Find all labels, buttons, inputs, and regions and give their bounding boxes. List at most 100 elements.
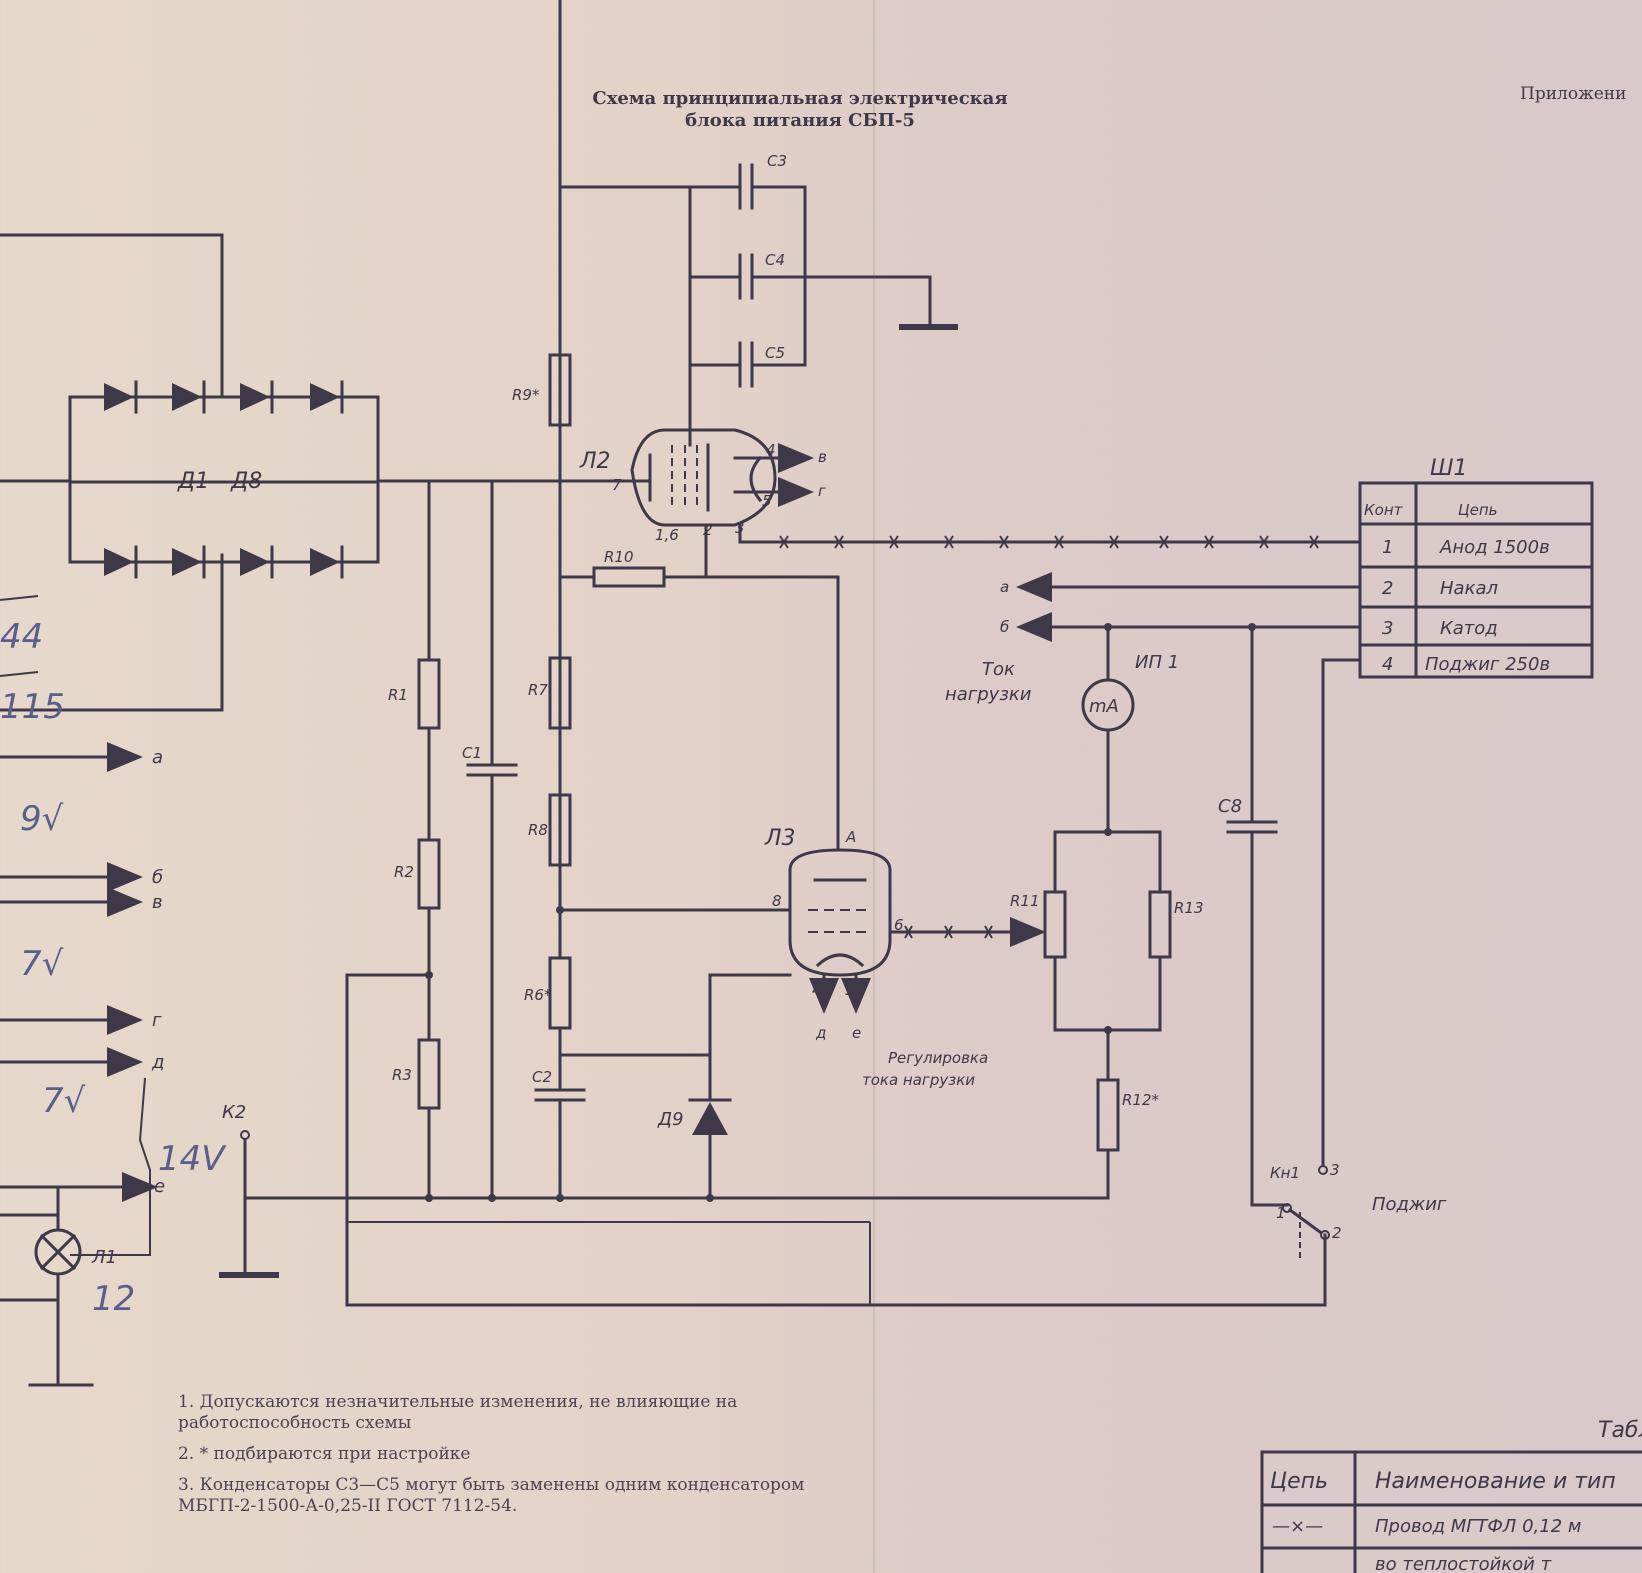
diode-d6: [172, 545, 206, 579]
r11-label: R11: [1010, 892, 1040, 910]
l2-pin-2: 2: [703, 521, 713, 539]
terminal-a-left: а: [152, 747, 163, 768]
load-current-line1: Ток: [982, 659, 1015, 680]
table-row-1-symbol: —×—: [1272, 1516, 1323, 1537]
connector-row-2-pin: 2: [1382, 578, 1393, 599]
terminal-g-left: г: [152, 1010, 162, 1031]
connector-row-1-circuit: Анод 1500в: [1439, 537, 1550, 558]
table-header-name: Наименование и тип: [1375, 1469, 1616, 1494]
d9-label: Д9: [657, 1109, 684, 1130]
l3-label: Л3: [764, 826, 796, 851]
c4-label: C4: [765, 251, 785, 269]
handwritten-3: 9√: [20, 799, 64, 839]
divider-r1-r3: R1 R2 R3: [388, 479, 441, 1200]
diode-d1: [104, 380, 138, 414]
table-row-2-name: во теплостойкой т: [1375, 1554, 1552, 1573]
diode-d2: [172, 380, 206, 414]
terminal-d-left: д: [151, 1052, 164, 1073]
c3-label: C3: [767, 152, 787, 170]
lamp-l1-label: Л1: [91, 1247, 117, 1268]
terminal-v-left: в: [152, 892, 163, 913]
zener-d9: Д9: [657, 973, 792, 1200]
l2-pin-16: 1,6: [655, 526, 679, 544]
l2-label: Л2: [579, 449, 611, 474]
connector-row-2-circuit: Накал: [1440, 578, 1498, 599]
connector-header-pin: Конт: [1364, 501, 1404, 519]
connector-wires: а б C8: [1000, 572, 1362, 1207]
divider-r7-r6: R7 R8 R6*: [524, 0, 792, 1092]
handwritten-1: 44: [0, 617, 43, 657]
anode-wire: [738, 523, 1362, 549]
load-current-line2: нагрузки: [945, 684, 1032, 705]
kn1-pin-2: 2: [1332, 1224, 1342, 1242]
l2-pin-4: 4: [766, 441, 776, 459]
conn-terminal-b: б: [1000, 618, 1009, 636]
resistor-r9: R9*: [512, 185, 692, 483]
r7-label: R7: [528, 681, 548, 699]
kn1-label: Кн1: [1270, 1164, 1300, 1182]
cathode-wire: [888, 917, 1046, 947]
diode-bridge: Д1 - Д8: [0, 233, 380, 712]
l3-out-e: е: [852, 1024, 861, 1042]
k2-label: К2: [222, 1102, 246, 1123]
connector-row-1-pin: 1: [1382, 537, 1393, 558]
wire-table: Цепь Наименование и тип —×— Провод МГТФЛ…: [1260, 1450, 1642, 1573]
regulation-network: R11 R13 R12*: [1010, 828, 1204, 1200]
l3-out-d: д: [815, 1024, 826, 1042]
tube-l2: Л2 7 4 5 1,6 2 3 в г: [579, 428, 827, 544]
left-terminals: а б в г д е: [0, 595, 165, 1202]
ip1-label: ИП 1: [1135, 652, 1179, 673]
l2-pin-5: 5: [762, 492, 772, 510]
title-line-1: Схема принципиальная электрическая: [592, 88, 1008, 109]
note-2: 2. * подбираются при настройке: [178, 1444, 471, 1464]
diode-d8: [310, 545, 344, 579]
r9-label: R9*: [512, 386, 540, 404]
schematic-title: Схема принципиальная электрическая блока…: [520, 88, 1080, 132]
l3-pin-a: А: [845, 828, 856, 846]
handwritten-6: 14V: [158, 1139, 227, 1179]
ground-bus: К2: [219, 1102, 1110, 1305]
terminal-e-left: е: [154, 1176, 165, 1197]
table-row-1-name: Провод МГТФЛ 0,12 м: [1375, 1516, 1581, 1537]
kn1-pin-3: 3: [1330, 1161, 1340, 1179]
r12-label: R12*: [1122, 1091, 1160, 1109]
diode-d3: [240, 380, 274, 414]
connector-row-4-circuit: Поджиг 250в: [1425, 654, 1550, 675]
bridge-label: Д1 - Д8: [177, 469, 262, 494]
r13-label: R13: [1174, 899, 1204, 917]
l3-pin-5: 5: [845, 981, 855, 999]
handwritten-notes: 44 115 9√ 7√ 7√ 14V 12: [0, 617, 227, 1319]
r2-label: R2: [394, 863, 414, 881]
l2-out-v: в: [818, 448, 827, 466]
capacitor-c2: C2: [532, 1053, 712, 1200]
handwritten-7: 12: [92, 1279, 135, 1319]
connector-header-circuit: Цепь: [1458, 501, 1498, 519]
table-caption: Табл: [1598, 1418, 1642, 1443]
switch-kn1: Кн1 1 2 3 Поджиг: [345, 973, 1447, 1307]
r3-label: R3: [392, 1066, 412, 1084]
c5-label: C5: [765, 344, 785, 362]
capacitors-c3-c5: C3 C4 C5: [688, 152, 958, 447]
lamp-l1: Л1: [0, 1185, 117, 1387]
diode-d4: [310, 380, 344, 414]
l3-pin-4: 4: [812, 981, 822, 999]
l2-out-g: г: [818, 482, 826, 500]
l2-pin-7: 7: [612, 476, 622, 494]
conn-terminal-a: а: [1000, 578, 1009, 596]
l3-pin-8: 8: [772, 892, 782, 910]
kn1-pin-1: 1: [1276, 1204, 1286, 1222]
terminal-b-left: б: [152, 867, 163, 888]
schematic-notes: 1. Допускаются незначительные изменения,…: [178, 1392, 888, 1527]
handwritten-2: 115: [0, 687, 65, 727]
c8-label: C8: [1218, 796, 1242, 817]
appendix-label: Приложени: [1520, 84, 1627, 104]
ignition-label: Поджиг: [1372, 1194, 1447, 1215]
c2-label: C2: [532, 1068, 552, 1086]
connector-sh1: Ш1 Конт Цепь 1 Анод 1500в 2 Накал 3 Като…: [1358, 456, 1594, 679]
meter-ip1: mA ИП 1 Ток нагрузки Регулировка тока на…: [862, 625, 1179, 1089]
r10-label: R10: [604, 548, 634, 566]
connector-row-4-pin: 4: [1382, 654, 1393, 675]
title-line-2: блока питания СБП-5: [685, 110, 915, 131]
c1-label: C1: [462, 744, 482, 762]
